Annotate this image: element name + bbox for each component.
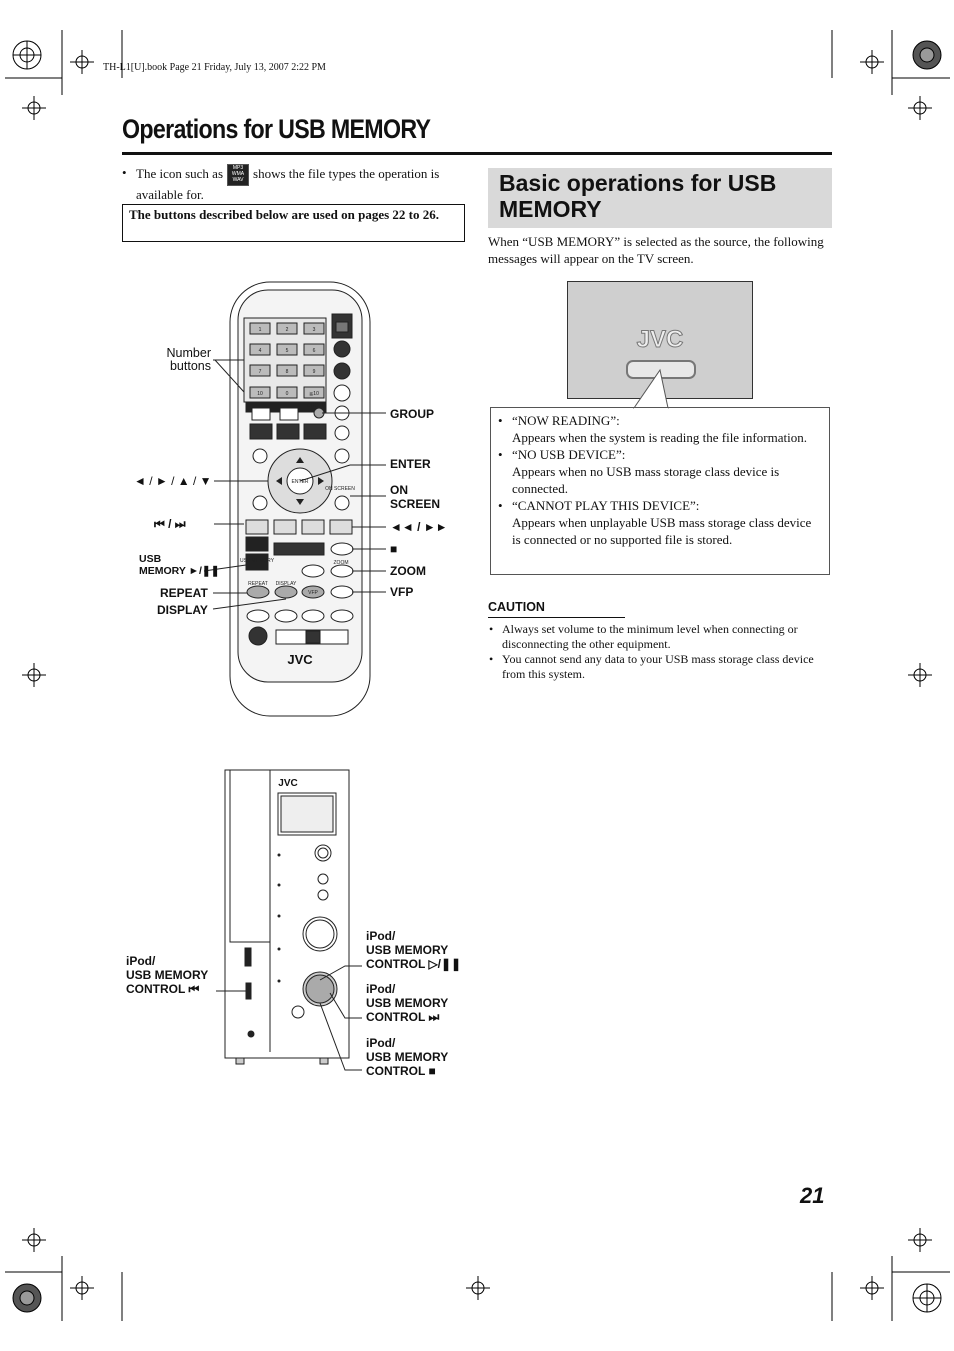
book-header-note: TH-L1[U].book Page 21 Friday, July 13, 2… [103,62,326,73]
message-item: •“NO USB DEVICE”:Appears when no USB mas… [498,447,780,496]
registration-target-icon [908,663,932,687]
key-9: 9 [313,369,316,375]
label-zoom: ZOOM [390,564,426,578]
page-number: 21 [800,1183,825,1208]
label-rew-ff: ◄◄ / ►► [390,520,448,534]
registration-target-icon [908,96,932,120]
tv-jvc-logo: JVC [637,326,684,353]
remote-jvc-logo: JVC [287,652,313,667]
registration-target-icon [70,1276,94,1300]
caution-list: •Always set volume to the minimum level … [488,622,832,682]
registration-rosette-icon [912,40,942,70]
registration-target-icon [860,50,884,74]
registration-target-icon [466,1276,490,1300]
section-heading: Basic operations for USB MEMORY [499,170,777,222]
remote-zoom-text: ZOOM [334,560,349,566]
remote-onscreen-text: ON SCREEN [325,486,355,492]
unit-jvc-logo: JVC [278,778,297,789]
key-5: 5 [286,348,289,354]
remote-repeat-text: REPEAT [248,581,268,587]
icon-note-after: shows the file types the operation is av… [136,165,440,202]
caution-rule [488,617,625,618]
key-8: 8 [286,369,289,375]
key-1: 1 [259,327,262,333]
key-2: 2 [286,327,289,333]
key-0: 0 [286,391,289,397]
intro-text: When “USB MEMORY” is selected as the sou… [488,234,824,266]
remote-group-text: GROUP [307,403,326,409]
registration-rosette-icon [912,1283,942,1313]
key-6: 6 [313,348,316,354]
registration-target-icon [22,96,46,120]
remote-display-text: DISPLAY [276,581,297,587]
registration-target-icon [70,50,94,74]
registration-target-icon [908,1228,932,1252]
remote-vfp-text: VFP [308,590,318,596]
caution-item: •You cannot send any data to your USB ma… [489,652,814,681]
label-stop: ■ [390,542,398,556]
caution-item: •Always set volume to the minimum level … [489,622,798,651]
section-heading-box: Basic operations for USB MEMORY [488,168,832,228]
remote-enter-text: ENTER [292,479,309,485]
registration-target-icon [860,1276,884,1300]
label-skip: ⏮ / ⏭ [154,517,186,531]
registration-target-icon [22,1228,46,1252]
key-4: 4 [259,348,262,354]
registration-rosette-icon [12,40,42,70]
label-repeat: REPEAT [160,586,208,600]
message-box [490,407,830,575]
registration-target-icon [22,663,46,687]
icon-note-before: The icon such as [136,165,224,181]
label-cursor: ◄ / ► / ▲ / ▼ [134,474,212,488]
message-list: •“NOW READING”:Appears when the system i… [498,412,823,548]
registration-rosette-icon [12,1283,42,1313]
label-enter: ENTER [390,457,431,471]
message-item: •“NOW READING”:Appears when the system i… [498,413,807,445]
key-10: 10 [257,391,263,397]
key-3: 3 [313,327,316,333]
title-rule [122,152,832,155]
label-vfp: VFP [390,585,414,599]
key-7: 7 [259,369,262,375]
label-group: GROUP [390,407,435,421]
key-10plus: ≧10 [309,391,319,397]
remote-usb-text: USB MEMORY [240,558,275,564]
label-display: DISPLAY [157,603,208,617]
buttons-reference-box: The buttons described below are used on … [122,204,465,242]
message-item: •“CANNOT PLAY THIS DEVICE”:Appears when … [498,498,812,547]
bullet-icon: • [122,165,127,180]
page-title: Operations for USB MEMORY [122,114,431,144]
caution-title: CAUTION [488,600,545,614]
